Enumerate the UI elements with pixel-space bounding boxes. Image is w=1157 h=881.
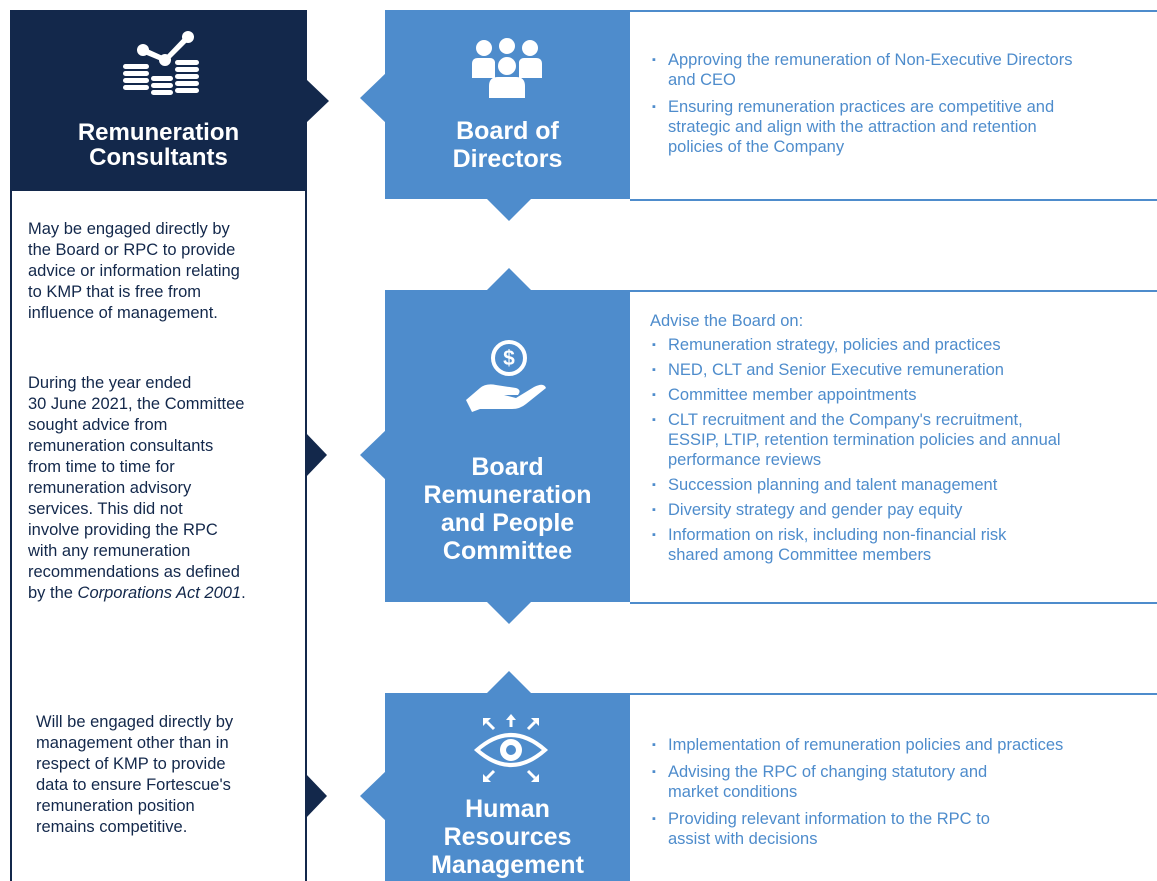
consultants-header: Remuneration Consultants bbox=[10, 10, 307, 191]
list-item: Remuneration strategy, policies and prac… bbox=[650, 335, 1155, 355]
committee-title: Board Remuneration and People Committee bbox=[423, 453, 592, 565]
consultants-arrow bbox=[307, 80, 329, 122]
committee-up-arrow bbox=[486, 268, 532, 291]
svg-text:$: $ bbox=[503, 347, 515, 370]
hr-title: Human Resources Management bbox=[431, 795, 584, 879]
board-panel bbox=[630, 10, 1157, 201]
hr-panel-top bbox=[630, 693, 1157, 695]
consultants-para-3: Will be engaged directly by management o… bbox=[36, 713, 234, 836]
list-item: Ensuring remuneration practices are comp… bbox=[650, 97, 1155, 157]
board-down-arrow bbox=[486, 198, 532, 221]
consultants-body bbox=[10, 191, 307, 881]
list-item: Providing relevant information to the RP… bbox=[650, 809, 1155, 849]
consultants-title: Remuneration Consultants bbox=[77, 119, 240, 171]
hr-left-notch bbox=[360, 771, 386, 821]
list-item: Information on risk, including non-finan… bbox=[650, 525, 1155, 565]
consultants-para-2: During the year ended 30 June 2021, the … bbox=[28, 373, 300, 604]
list-item: Succession planning and talent managemen… bbox=[650, 475, 1155, 495]
eye-arrows-icon bbox=[473, 714, 549, 782]
consultants-para-1: May be engaged directly by the Board or … bbox=[28, 220, 240, 322]
people-group-icon bbox=[472, 38, 542, 98]
committee-down-arrow bbox=[486, 601, 532, 624]
hand-dollar-icon: $ bbox=[466, 340, 546, 412]
list-item: CLT recruitment and the Company's recrui… bbox=[650, 410, 1155, 470]
committee-intro: Advise the Board on: bbox=[650, 312, 804, 330]
list-item: Advising the RPC of changing statutory a… bbox=[650, 762, 1155, 802]
hr-box bbox=[385, 693, 630, 881]
committee-left-notch bbox=[360, 430, 386, 480]
list-item: Implementation of remuneration policies … bbox=[650, 735, 1155, 755]
list-item: Diversity strategy and gender pay equity bbox=[650, 500, 1155, 520]
board-title: Board of Directors bbox=[452, 117, 563, 173]
board-responsibilities: Approving the remuneration of Non-Execut… bbox=[650, 50, 1155, 164]
committee-responsibilities: Remuneration strategy, policies and prac… bbox=[650, 335, 1155, 570]
consultants-to-committee-arrow bbox=[305, 432, 327, 478]
list-item: Committee member appointments bbox=[650, 385, 1155, 405]
list-item: NED, CLT and Senior Executive remunerati… bbox=[650, 360, 1155, 380]
list-item: Approving the remuneration of Non-Execut… bbox=[650, 50, 1155, 90]
board-left-notch bbox=[360, 73, 386, 123]
coins-chart-icon bbox=[123, 31, 199, 95]
corporations-act-line: by the Corporations Act 2001. bbox=[28, 584, 246, 602]
consultants-to-hr-arrow bbox=[305, 773, 327, 819]
hr-up-arrow bbox=[486, 671, 532, 694]
hr-responsibilities: Implementation of remuneration policies … bbox=[650, 735, 1155, 856]
committee-panel bbox=[630, 290, 1157, 604]
